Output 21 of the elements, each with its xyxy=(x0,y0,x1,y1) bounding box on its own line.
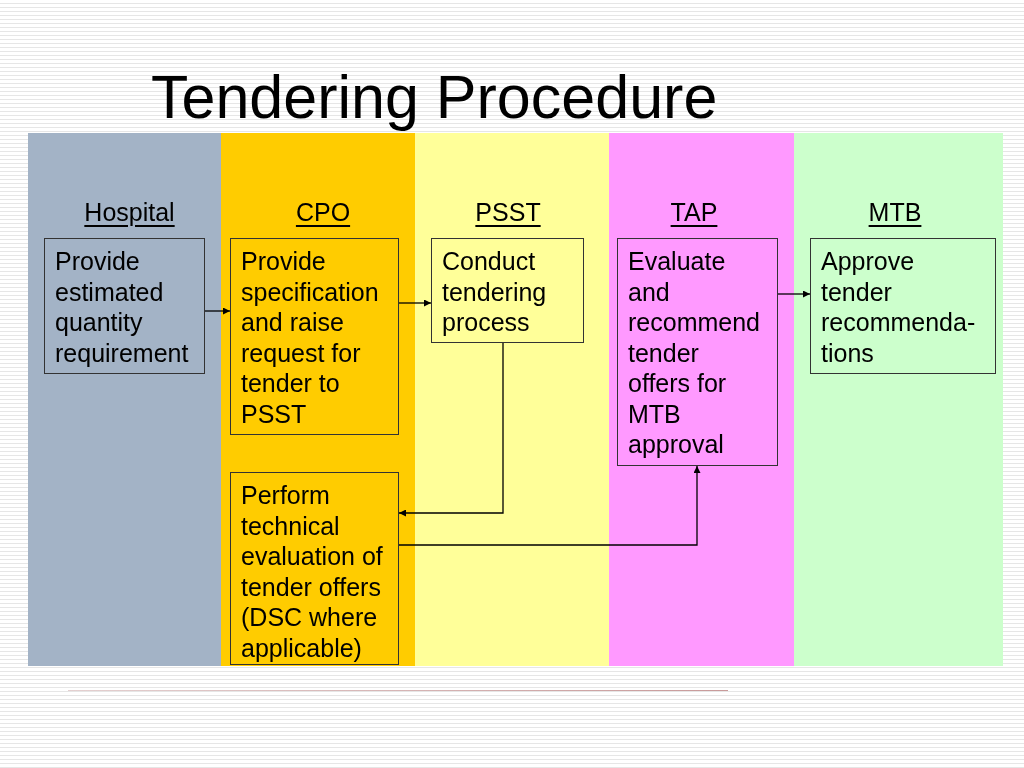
process-box: Approve tender recommenda- tions xyxy=(810,238,996,374)
connector-arrow xyxy=(398,465,701,546)
swimlane xyxy=(221,133,415,666)
process-box: Provide estimated quantity requirement xyxy=(44,238,205,374)
connector-arrow xyxy=(398,342,504,517)
process-box: Conduct tendering process xyxy=(431,238,584,343)
swimlane xyxy=(609,133,794,666)
lane-heading: TAP xyxy=(670,197,718,227)
lane-heading: Hospital xyxy=(84,197,175,227)
lane-heading: MTB xyxy=(868,197,922,227)
swimlane xyxy=(28,133,221,666)
lane-heading: PSST xyxy=(475,197,541,227)
swimlane xyxy=(794,133,1003,666)
swimlane xyxy=(415,133,609,666)
process-box: Provide specification and raise request for tender to PSST xyxy=(230,238,399,435)
lane-heading: CPO xyxy=(295,197,351,227)
process-box: Perform technical evaluation of tender offers (DSC where applicable) xyxy=(230,472,399,665)
connector-arrow xyxy=(398,299,432,307)
connector-arrow xyxy=(204,307,231,315)
connector-arrow xyxy=(777,290,811,298)
process-box: Evaluate and recommend tender offers for MTB approval xyxy=(617,238,778,466)
